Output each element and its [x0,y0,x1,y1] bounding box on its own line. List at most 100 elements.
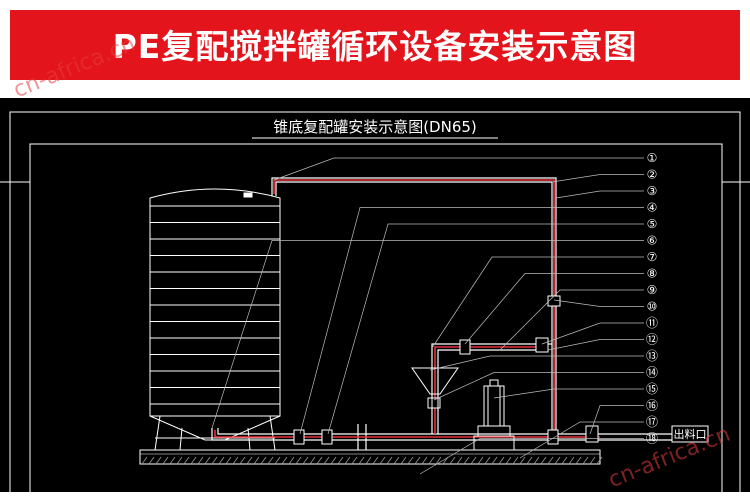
drawing-canvas: 锥底复配罐安装示意图(DN65) [0,111,750,495]
hatch-stroke [393,456,400,465]
pipe-accents [214,179,600,438]
hatch-stroke [477,456,484,465]
circulation-pump [473,379,515,451]
outer-frame [9,111,741,495]
hatch-stroke [365,456,372,465]
valve-branch [459,339,471,355]
hatch-stroke [582,456,589,465]
callout-number: ⑬ [646,349,658,363]
ground-hatch [141,456,603,465]
hatch-stroke [596,456,603,465]
valves [293,295,599,445]
outlet-label: 出料口 [674,427,707,441]
title-bar [10,10,740,80]
pump-cap [489,379,499,387]
callout-number: ⑰ [646,415,658,429]
branch-pipe-inner [437,349,540,434]
callout-leader [429,355,644,371]
callout-leader [327,223,644,435]
tank-bands [150,205,280,405]
hatch-stroke [260,456,267,465]
callout-number: ① [647,151,658,165]
hatch-stroke [484,456,491,465]
hatch-stroke [512,456,519,465]
page-title: PE复配搅拌罐循环设备安装示意图 [112,27,638,66]
pipe-network [211,177,672,450]
callout-number: ⑪ [646,316,658,330]
hatch-stroke [267,456,274,465]
hatch-stroke [211,456,218,465]
callout-number: ⑥ [647,234,658,248]
hatch-stroke [309,456,316,465]
callout-number: ⑮ [646,382,658,396]
foundation-slab [139,449,601,465]
callout-number: ③ [647,184,658,198]
hatch-stroke [253,456,260,465]
callout-leader [419,438,644,475]
callout-leader [211,240,644,429]
bottom-outlet-pipe-inner [217,428,362,435]
hatch-stroke [176,456,183,465]
pump-motor [483,385,505,427]
callout-number: ⑫ [646,333,658,347]
hatch-stroke [155,456,162,465]
bottom-outlet-pipe [211,428,362,441]
callout-number: ⑧ [647,267,658,281]
pump-base [473,435,515,451]
hatch-stroke [190,456,197,465]
hatch-stroke [330,456,337,465]
hatch-stroke [197,456,204,465]
tank-leg-left [154,415,161,451]
hatch-stroke [519,456,526,465]
return-pipe-inner [275,181,553,436]
callout-number: ⑱ [646,432,658,446]
callout-number: ⑦ [647,250,658,264]
hatch-stroke [316,456,323,465]
hatch-stroke [323,456,330,465]
hatch-stroke [505,456,512,465]
hatch-stroke [372,456,379,465]
hatch-stroke [183,456,190,465]
hatch-stroke [162,456,169,465]
drawing-title: 锥底复配罐安装示意图(DN65) [273,118,477,136]
hatch-stroke [463,456,470,465]
hatch-stroke [435,456,442,465]
hatch-stroke [141,456,148,465]
mixing-tank [149,188,281,451]
callout-leader [547,339,644,351]
hatch-stroke [302,456,309,465]
hatch-stroke [456,456,463,465]
valve-outlet-2 [321,429,333,445]
callout-leader [541,322,644,345]
hatch-stroke [547,456,554,465]
callout-number: ⑭ [646,366,658,380]
hatch-stroke [288,456,295,465]
tank-leg-inner-left [179,427,183,451]
hatch-stroke [358,456,365,465]
callout-number: ② [647,168,658,182]
hatch-stroke [421,456,428,465]
callout-number: ⑤ [647,217,658,231]
hatch-stroke [540,456,547,465]
hatch-stroke [414,456,421,465]
valve-junction [535,337,549,353]
hatch-stroke [554,456,561,465]
hatch-stroke [232,456,239,465]
callout-leader [553,299,644,307]
hatch-stroke [344,456,351,465]
tank-leg-right [269,415,276,451]
hatch-stroke [295,456,302,465]
hatch-stroke [218,456,225,465]
callout-leader [551,174,644,183]
valve-outlet-1 [293,429,305,445]
hatch-stroke [428,456,435,465]
hatch-stroke [225,456,232,465]
hatch-stroke [491,456,498,465]
callout-leader [273,157,644,181]
callout-number: ⑨ [647,283,658,297]
hatch-stroke [526,456,533,465]
hatch-stroke [148,456,155,465]
callout-leader [431,256,644,349]
valve-return [547,295,561,307]
